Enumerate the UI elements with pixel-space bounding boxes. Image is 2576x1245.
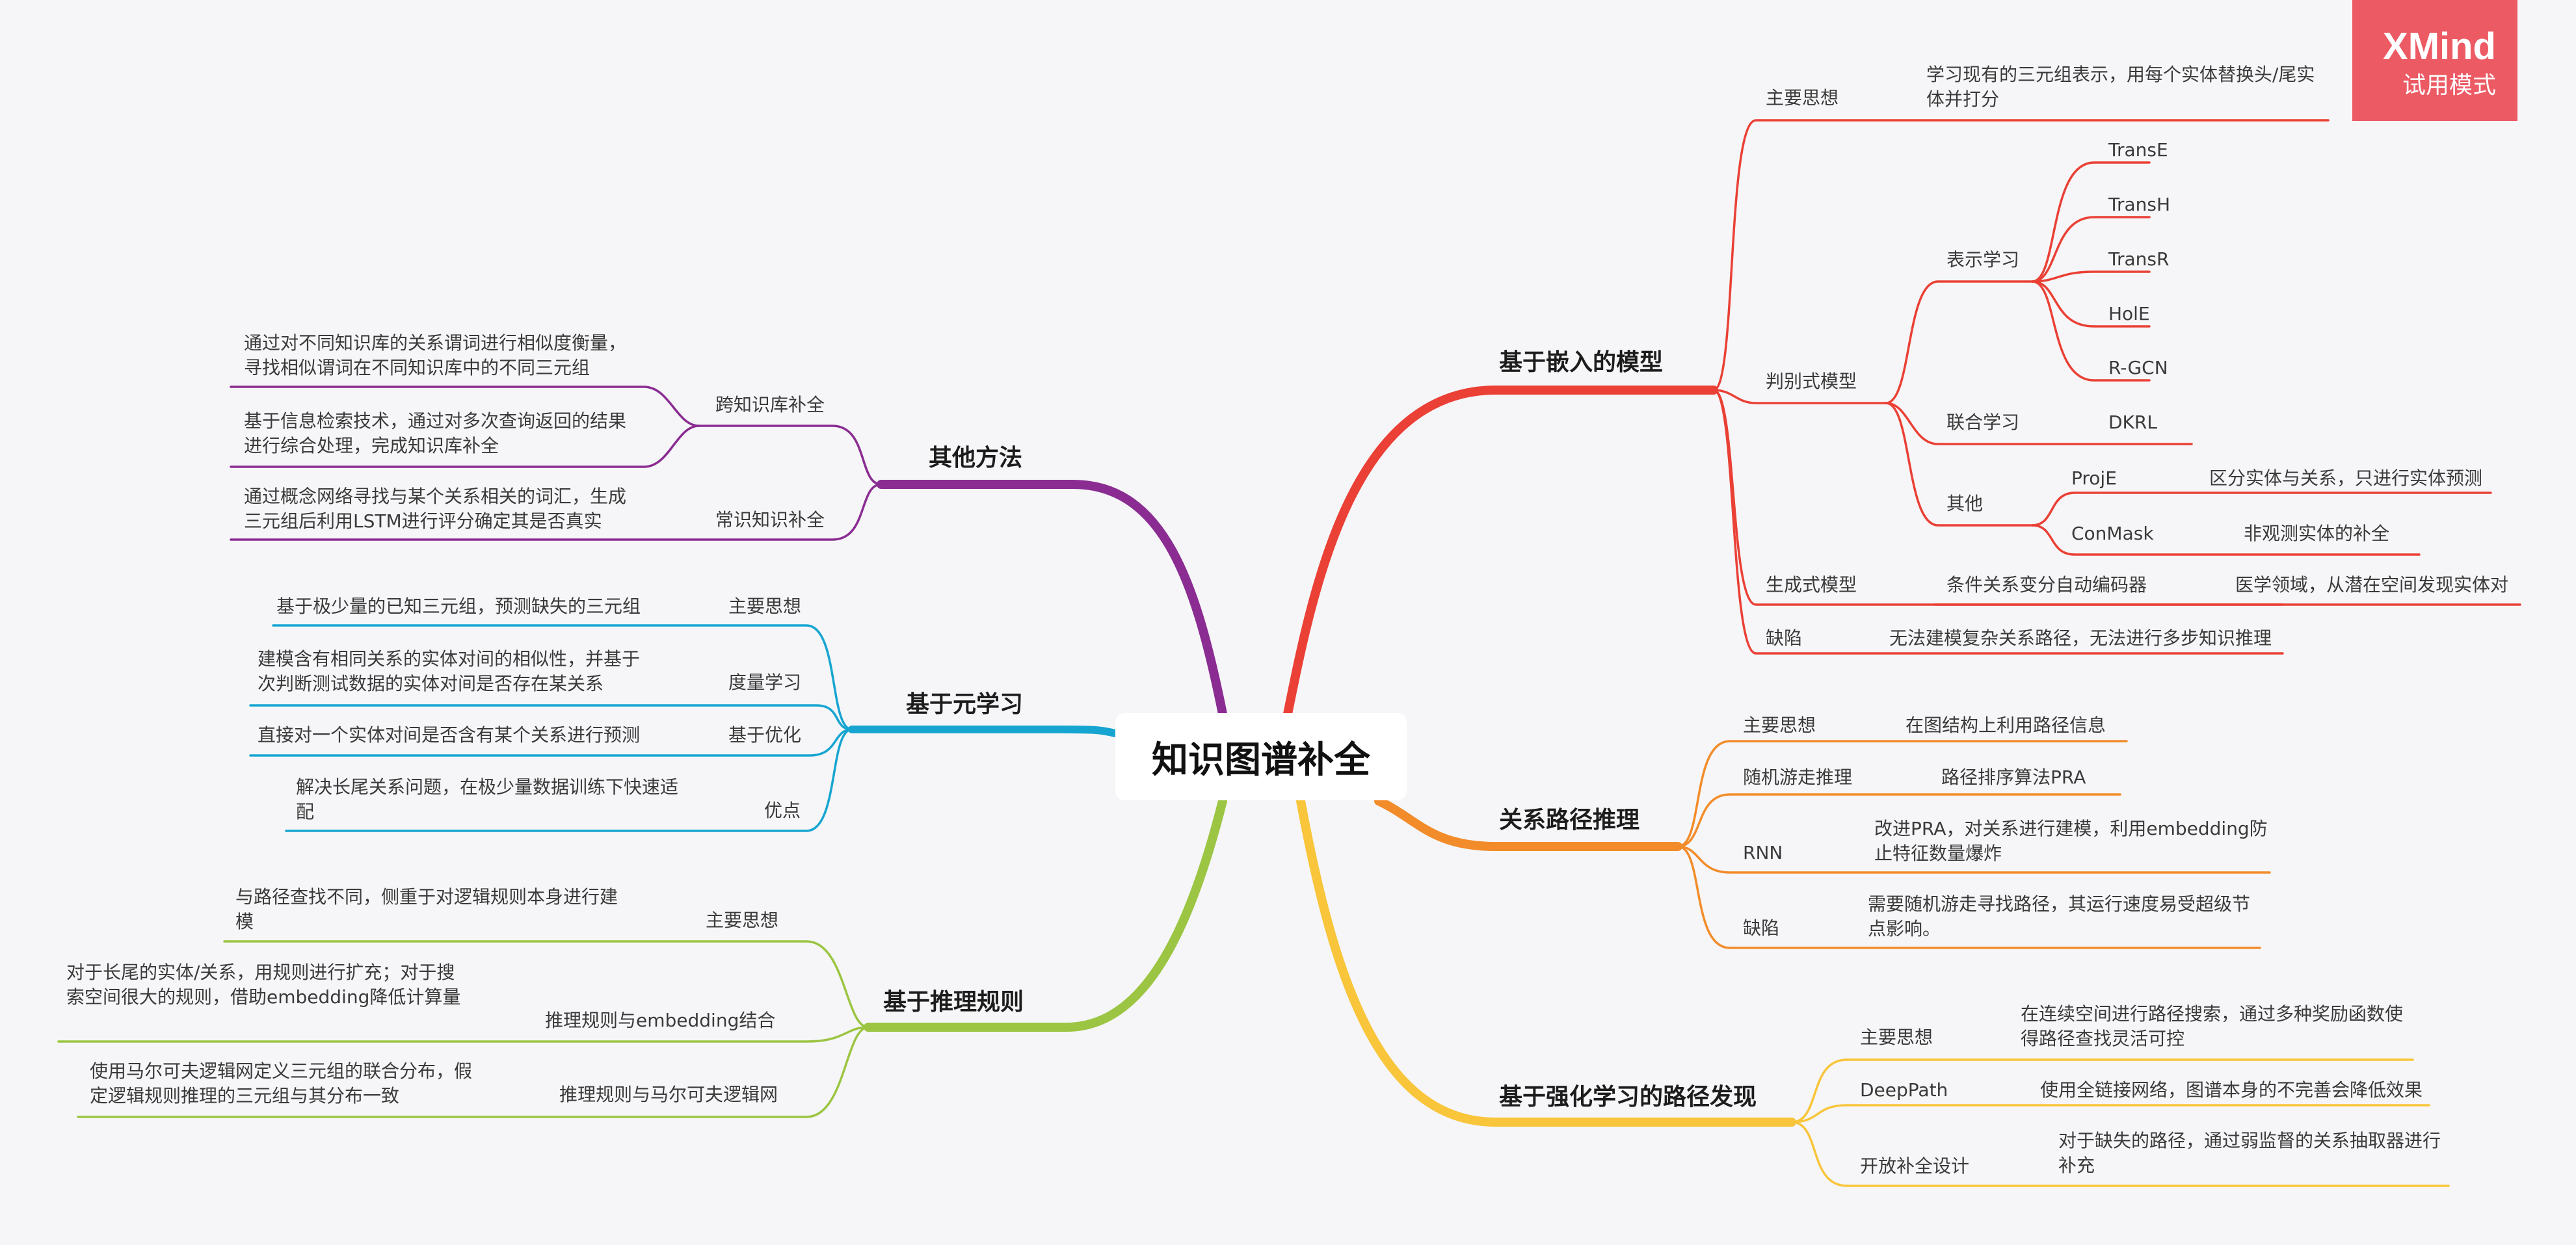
rep-item-hole[interactable]: HolE — [2108, 303, 2150, 324]
rule-main-text[interactable]: 与路径查找不同，侧重于对逻辑规则本身进行建模 — [235, 886, 618, 932]
gen-model-text[interactable]: 条件关系变分自动编码器 — [1946, 574, 2147, 596]
embed-joint-label[interactable]: 联合学习 — [1946, 412, 2020, 433]
rule-emb-label[interactable]: 推理规则与embedding结合 — [545, 1010, 776, 1031]
embed-main-text[interactable]: 学习现有的三元组表示，用每个实体替换头/尾实体并打分 — [1926, 64, 2315, 110]
topic-other-methods[interactable]: 其他方法 — [929, 445, 1023, 471]
embed-other-label[interactable]: 其他 — [1946, 493, 1984, 514]
rule-emb-text[interactable]: 对于长尾的实体/关系，用规则进行扩充；对于搜索空间很大的规则，借助embeddi… — [66, 962, 461, 1008]
root-topic[interactable]: 知识图谱补全 — [1115, 713, 1407, 800]
rl-deeppath-label[interactable]: DeepPath — [1860, 1079, 1948, 1101]
meta-main-text[interactable]: 基于极少量的已知三元组，预测缺失的三元组 — [276, 596, 641, 617]
trial-mode-text: 试用模式 — [2402, 72, 2496, 99]
rl-open-text[interactable]: 对于缺失的路径，通过弱监督的关系抽取器进行补充 — [2058, 1130, 2441, 1176]
other-conmask-desc[interactable]: 非观测实体的补全 — [2244, 523, 2390, 544]
other-item-conmask[interactable]: ConMask — [2071, 523, 2154, 544]
topic-relation-path[interactable]: 关系路径推理 — [1499, 807, 1640, 833]
rl-deeppath-text[interactable]: 使用全链接网络，图谱本身的不完善会降低效果 — [2040, 1079, 2423, 1101]
path-random-label[interactable]: 随机游走推理 — [1743, 767, 1853, 788]
path-rnn-text[interactable]: 改进PRA，对关系进行建模，利用embedding防止特征数量爆炸 — [1874, 818, 2268, 864]
path-rnn-label[interactable]: RNN — [1743, 842, 1783, 863]
branch-path-line — [1374, 796, 1682, 851]
rl-main-label[interactable]: 主要思想 — [1860, 1027, 1933, 1048]
meta-adv-text[interactable]: 解决长尾关系问题，在极少量数据训练下快速适配 — [296, 776, 679, 822]
topic-meta-learning[interactable]: 基于元学习 — [906, 691, 1024, 718]
other-cross-text2[interactable]: 基于信息检索技术，通过对多次查询返回的结果进行综合处理，完成知识库补全 — [244, 410, 627, 456]
path-random-text[interactable]: 路径排序算法PRA — [1941, 767, 2086, 788]
embed-gen-label[interactable]: 生成式模型 — [1766, 574, 1857, 596]
xmind-logo-text: XMind — [2383, 25, 2496, 68]
rep-item-transe[interactable]: TransE — [2108, 139, 2168, 161]
branch-embed-line — [1283, 386, 1718, 718]
rep-item-transr[interactable]: TransR — [2108, 248, 2170, 270]
gen-desc-text[interactable]: 医学领域，从潜在空间发现实体对 — [2235, 574, 2509, 596]
other-proje-desc[interactable]: 区分实体与关系，只进行实体预测 — [2209, 467, 2483, 489]
path-defect-text[interactable]: 需要随机游走寻找路径，其运行速度易受超级节点影响。 — [1868, 893, 2251, 939]
branch-meta-line — [848, 726, 1119, 737]
other-cross-text1[interactable]: 通过对不同知识库的关系谓词进行相似度衡量，寻找相似谓词在不同知识库中的不同三元组 — [244, 332, 627, 378]
topic-embedding-model[interactable]: 基于嵌入的模型 — [1499, 349, 1664, 376]
meta-adv-label[interactable]: 优点 — [764, 800, 801, 821]
embed-rep-label[interactable]: 表示学习 — [1946, 249, 2020, 270]
rule-markov-text[interactable]: 使用马尔可夫逻辑网定义三元组的联合分布，假定逻辑规则推理的三元组与其分布一致 — [90, 1060, 473, 1107]
meta-metric-text[interactable]: 建模含有相同关系的实体对间的相似性，并基于次判断测试数据的实体对间是否存在某关系 — [258, 648, 641, 694]
path-main-label[interactable]: 主要思想 — [1743, 714, 1816, 736]
embed-defect-label[interactable]: 缺陷 — [1766, 627, 1803, 649]
path-defect-label[interactable]: 缺陷 — [1743, 917, 1780, 939]
branch-rl-line — [1296, 796, 1796, 1127]
other-cross-label[interactable]: 跨知识库补全 — [715, 394, 825, 415]
embed-disc-label[interactable]: 判别式模型 — [1766, 371, 1857, 392]
topic-inference-rules[interactable]: 基于推理规则 — [883, 989, 1024, 1016]
embed-defect-text[interactable]: 无法建模复杂关系路径，无法进行多步知识推理 — [1889, 627, 2272, 649]
rep-item-rgcn[interactable]: R-GCN — [2108, 357, 2168, 378]
rl-open-label[interactable]: 开放补全设计 — [1860, 1155, 1970, 1177]
rep-item-transh[interactable]: TransH — [2108, 194, 2171, 215]
meta-optim-label[interactable]: 基于优化 — [728, 724, 802, 746]
branch-rule-line — [864, 796, 1227, 1032]
other-common-text[interactable]: 通过概念网络寻找与某个关系相关的词汇，生成三元组后利用LSTM进行评分确定其是否… — [244, 486, 627, 532]
xmind-trial-badge[interactable]: XMind 试用模式 — [2352, 0, 2517, 121]
embed-main-label[interactable]: 主要思想 — [1766, 87, 1839, 109]
rule-markov-label[interactable]: 推理规则与马尔可夫逻辑网 — [559, 1084, 778, 1105]
joint-item-dkrl[interactable]: DKRL — [2108, 412, 2157, 433]
rl-main-text[interactable]: 在连续空间进行路径搜索，通过多种奖励函数使得路径查找灵活可控 — [2021, 1003, 2404, 1049]
meta-main-label[interactable]: 主要思想 — [728, 596, 802, 617]
topic-rl-path[interactable]: 基于强化学习的路径发现 — [1499, 1084, 1757, 1110]
path-main-text[interactable]: 在图结构上利用路径信息 — [1905, 714, 2106, 736]
rule-main-label[interactable]: 主要思想 — [706, 910, 779, 931]
other-item-proje[interactable]: ProjE — [2071, 467, 2117, 489]
branch-other-line — [877, 480, 1227, 718]
meta-optim-text[interactable]: 直接对一个实体对间是否含有某个关系进行预测 — [258, 724, 641, 746]
other-common-label[interactable]: 常识知识补全 — [715, 509, 825, 531]
meta-metric-label[interactable]: 度量学习 — [728, 672, 802, 693]
